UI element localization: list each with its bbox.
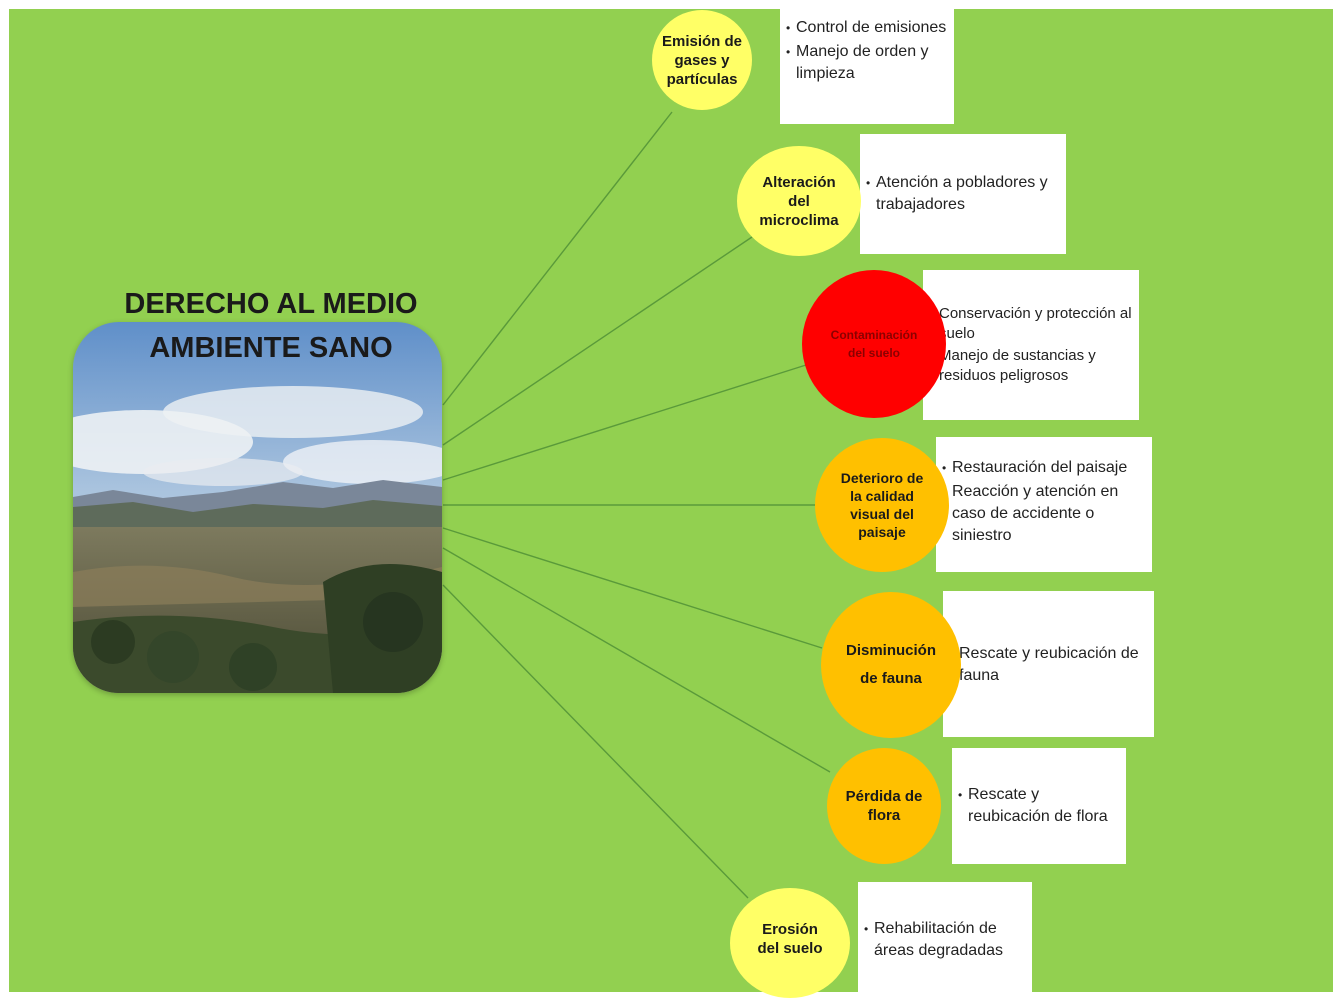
action-box-emision-gases: Control de emisiones Manejo de orden y l… [780,9,954,124]
action-item: Rehabilitación de áreas degradadas [864,918,1028,962]
landscape-photo [73,322,442,693]
action-box-alteracion-microclima: Atención a pobladores y trabajadores [860,134,1066,254]
impact-label: flora [867,807,901,824]
action-item: Conservación y protección al suelo [929,304,1135,344]
impact-label: del suelo [757,940,823,957]
title-line-2: AMBIENTE SANO [149,332,393,364]
action-item: Atención a pobladores y trabajadores [866,172,1062,216]
impact-label: del [788,192,810,210]
impact-label: de fauna [860,670,922,687]
impact-label: gases y [674,51,730,69]
impact-node-contaminacion-suelo: Contaminación del suelo [802,270,946,418]
action-box-contaminacion-suelo: Conservación y protección al suelo Manej… [923,270,1139,420]
action-item: Control de emisiones [786,17,950,39]
impact-label: Emisión de [661,32,743,50]
impact-label: Alteración [762,173,836,191]
action-box-perdida-flora: Rescate y reubicación de flora [952,748,1126,864]
impact-label: Deterioro de [840,470,924,486]
action-item: Restauración del paisaje [942,457,1148,479]
impact-label: Contaminación [830,328,918,342]
impact-label: paisaje [858,524,906,540]
impact-node-perdida-flora: Pérdida de flora [827,748,941,864]
impact-node-erosion-suelo: Erosión del suelo [730,888,850,998]
action-box-deterioro-paisaje: Restauración del paisaje Reacción y aten… [936,437,1152,572]
impact-node-alteracion-microclima: Alteración del microclima [737,146,861,256]
impact-node-emision-gases: Emisión de gases y partículas [652,10,752,110]
impact-label: del suelo [847,346,900,360]
action-item: Rescate y reubicación de flora [958,784,1122,828]
impact-label: la calidad [850,488,914,504]
action-item: Reacción y atención en caso de accidente… [942,481,1148,547]
impact-label: Disminución [845,642,936,659]
impact-label: Erosión [762,921,818,938]
impact-node-deterioro-paisaje: Deterioro de la calidad visual del paisa… [815,438,949,572]
landscape-illustration [73,322,442,693]
action-item: Manejo de orden y limpieza [786,41,950,85]
diagram-title: DERECHO AL MEDIO AMBIENTE SANO [90,282,452,370]
impact-label: microclima [759,211,839,229]
impact-label: Pérdida de [845,788,923,805]
title-line-1: DERECHO AL MEDIO [124,288,418,320]
action-item: Rescate y reubicación de fauna [949,643,1150,687]
impact-label: partículas [666,70,738,88]
action-item: Manejo de sustancias y residuos peligros… [929,346,1135,386]
impact-node-disminucion-fauna: Disminución de fauna [821,592,961,738]
action-box-erosion-suelo: Rehabilitación de áreas degradadas [858,882,1032,992]
action-box-disminucion-fauna: Rescate y reubicación de fauna [943,591,1154,737]
impact-label: visual del [850,506,914,522]
